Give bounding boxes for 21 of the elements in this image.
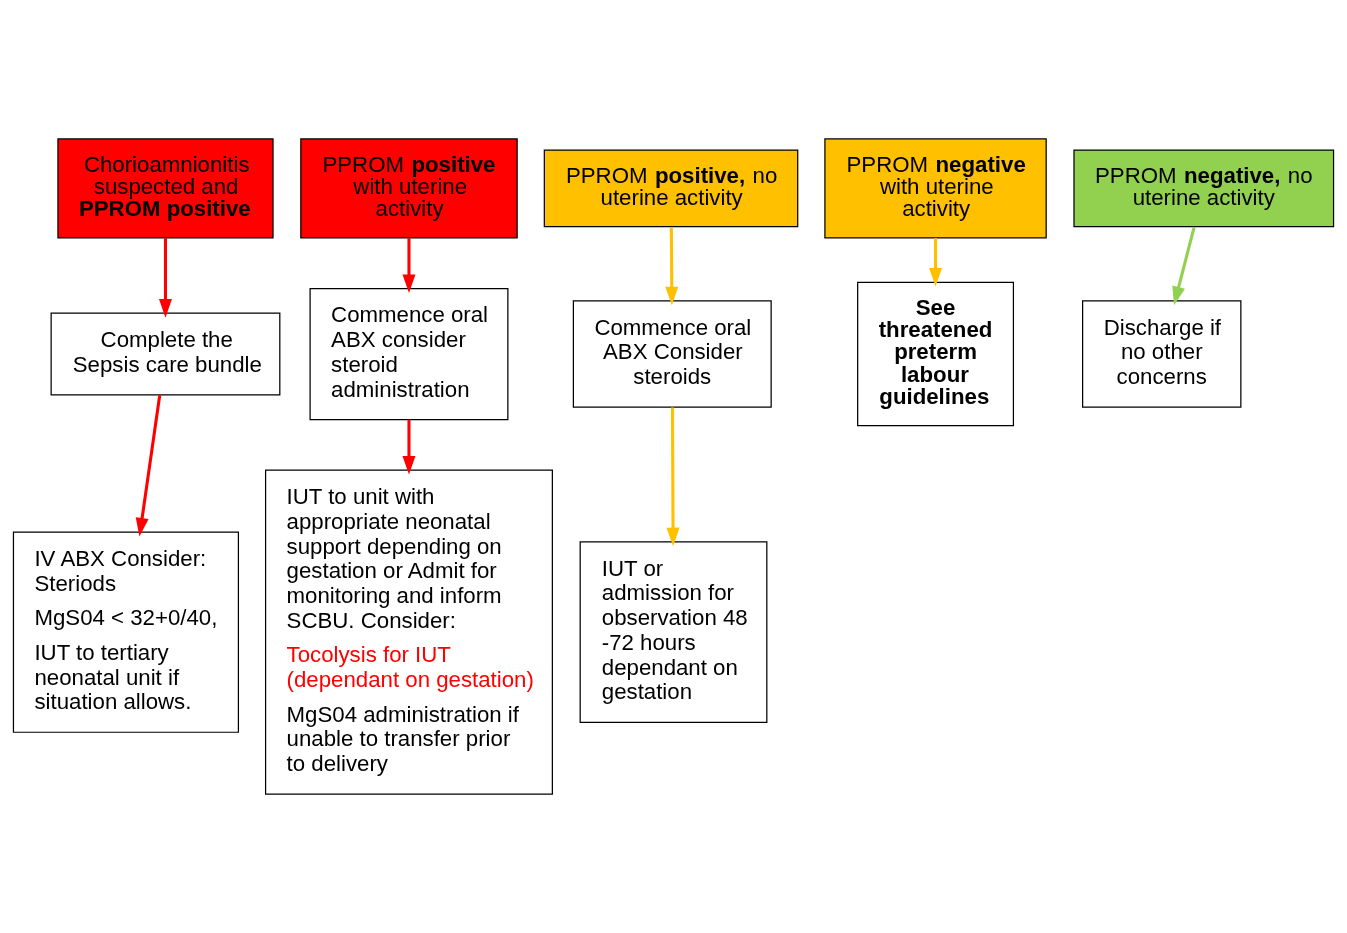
arrow	[402, 419, 416, 475]
node-box: PPROM positive with uterine activity	[300, 138, 518, 239]
arrow	[665, 227, 679, 306]
node-box: See threatened preterm labour guidelines	[857, 281, 1015, 427]
node-box: IUT to unit with appropriate neonatal support depending on gestation or Admit for monitoring and inform SCBU. Consider: Tocolysis for IUT (dependant on gestation) MgS04 administration if unable to transfer prior to delivery	[265, 469, 553, 795]
arrow	[666, 407, 680, 547]
node-box: IV ABX Consider: Steriods MgS04 < 32+0/40, IUT to tertiary neonatal unit if situation allows.	[12, 531, 240, 733]
node-box: Complete the Sepsis care bundle	[50, 312, 281, 396]
node-box: Commence oral ABX consider steroid administration	[309, 287, 509, 421]
node-box: Commence oral ABX Consider steroids	[572, 300, 772, 408]
arrow	[929, 238, 943, 287]
node-box: Discharge if no other concerns	[1082, 300, 1242, 408]
arrow	[135, 395, 162, 537]
arrow	[402, 238, 416, 294]
node-box: IUT or admission for observation 48 -72 hours dependant on gestation	[579, 541, 768, 723]
node-box: PPROM negative, no uterine activity	[1073, 149, 1335, 228]
arrow	[1172, 226, 1196, 306]
node-box: PPROM negative with uterine activity	[824, 138, 1047, 239]
node-box: Chorioamnionitis suspected and PPROM positive	[57, 138, 274, 239]
node-box: PPROM positive, no uterine activity	[543, 149, 799, 228]
arrow	[158, 238, 172, 318]
